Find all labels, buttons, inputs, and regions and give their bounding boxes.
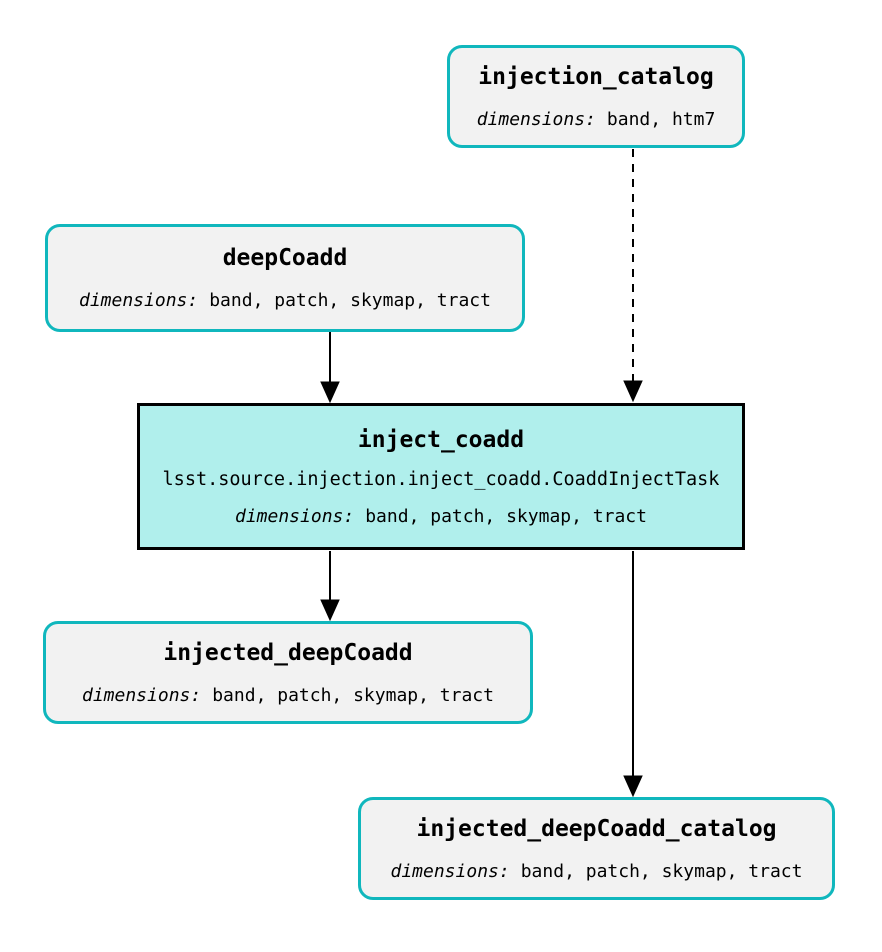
dimensions-value: band, htm7 bbox=[606, 108, 716, 130]
node-inject-coadd: inject_coadd lsst.source.injection.injec… bbox=[137, 403, 745, 550]
edge-inject-coadd-to-injected-deepCoadd-catalog bbox=[623, 551, 643, 798]
edge-inject-coadd-to-injected-deepCoadd bbox=[320, 551, 340, 622]
node-injected-deepCoadd: injected_deepCoadd dimensions: band, patc… bbox=[43, 621, 533, 724]
node-dimensions: dimensions: band, patch, skymap, tract bbox=[82, 685, 494, 706]
node-injection-catalog: injection_catalog dimensions: band, htm7 bbox=[447, 45, 745, 148]
dimensions-value: band, patch, skymap, tract bbox=[365, 505, 647, 527]
dimensions-label: dimensions: bbox=[82, 684, 202, 706]
dimensions-label: dimensions: bbox=[235, 505, 355, 527]
node-title: inject_coadd bbox=[357, 426, 525, 453]
dimensions-label: dimensions: bbox=[476, 108, 596, 130]
node-title: deepCoadd bbox=[222, 245, 348, 271]
node-title: injected_deepCoadd_catalog bbox=[416, 815, 777, 842]
dimensions-value: band, patch, skymap, tract bbox=[209, 290, 491, 311]
arrowhead-icon bbox=[320, 599, 340, 622]
dimensions-value: band, patch, skymap, tract bbox=[520, 860, 803, 882]
node-dimensions: dimensions: band, htm7 bbox=[477, 109, 716, 130]
edge-deepCoadd-to-inject-coadd bbox=[320, 332, 340, 404]
node-deepCoadd: deepCoadd dimensions: band, patch, skymap… bbox=[45, 224, 525, 332]
arrowhead-icon bbox=[320, 381, 340, 404]
task-class-path: lsst.source.injection.inject_coadd.Coadd… bbox=[162, 468, 720, 490]
node-dimensions: dimensions: band, patch, skymap, tract bbox=[235, 506, 647, 527]
node-title: injected_deepCoadd bbox=[163, 639, 413, 666]
dimensions-label: dimensions: bbox=[79, 290, 199, 311]
dimensions-label: dimensions: bbox=[390, 860, 510, 882]
node-title: injection_catalog bbox=[478, 63, 714, 90]
arrowhead-icon bbox=[623, 380, 643, 403]
dimensions-value: band, patch, skymap, tract bbox=[212, 684, 494, 706]
node-dimensions: dimensions: band, patch, skymap, tract bbox=[391, 861, 803, 882]
node-injected-deepCoadd-catalog: injected_deepCoadd_catalog dimensions: ba… bbox=[358, 797, 835, 900]
arrowhead-icon bbox=[623, 775, 643, 798]
node-dimensions: dimensions: band, patch, skymap, tract bbox=[79, 290, 491, 311]
edge-injection-catalog-to-inject-coadd bbox=[623, 149, 643, 403]
